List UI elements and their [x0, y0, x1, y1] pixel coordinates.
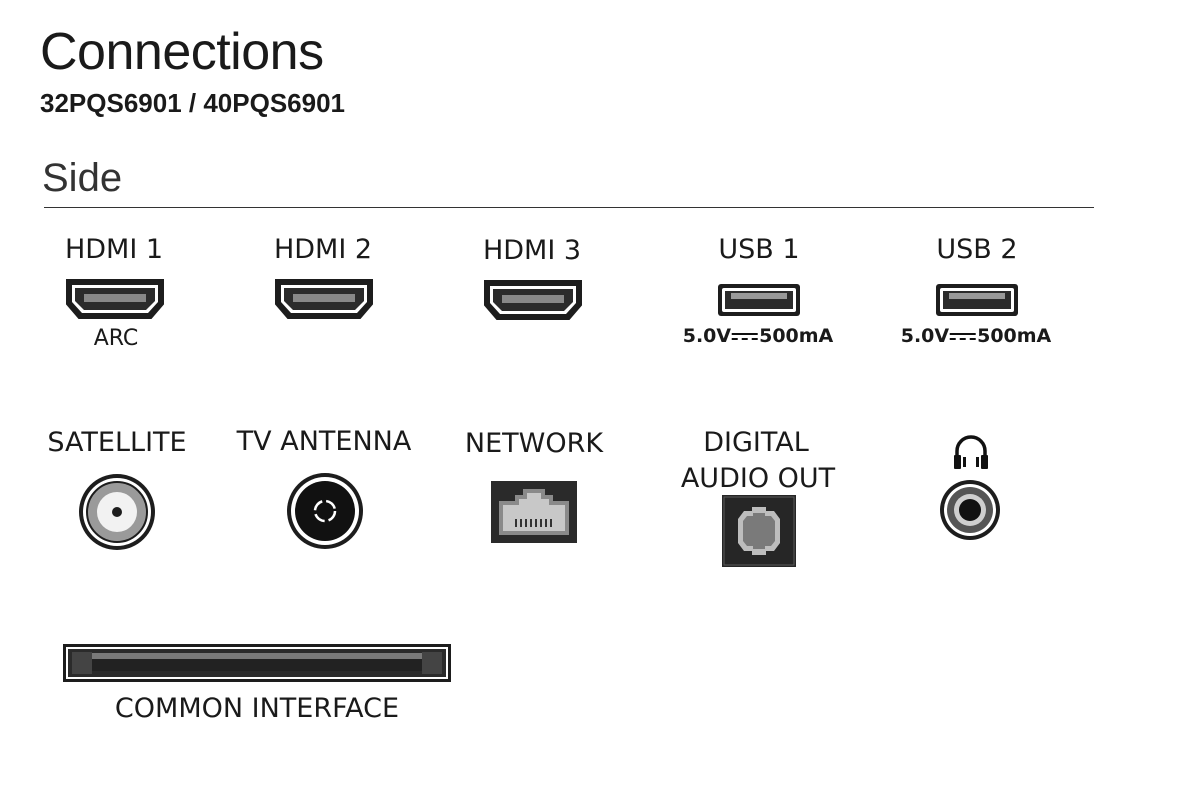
usb1-current: 500mA	[759, 325, 834, 347]
digital-audio-label-line1: DIGITAL	[703, 427, 809, 458]
ethernet-port-icon	[491, 481, 577, 543]
usb-port-icon	[934, 282, 1020, 318]
dc-symbol-icon	[950, 332, 977, 341]
usb-port-icon	[716, 282, 802, 318]
antenna-connector-icon	[285, 471, 365, 551]
usb1-label: USB 1	[718, 234, 800, 265]
usb2-label: USB 2	[936, 234, 1018, 265]
usb2-current: 500mA	[977, 325, 1052, 347]
digital-audio-label-line2: AUDIO OUT	[680, 463, 836, 494]
hdmi-port-icon	[273, 277, 375, 321]
hdmi1-arc-label: ARC	[93, 326, 139, 351]
network-label: NETWORK	[464, 428, 604, 459]
satellite-connector-icon	[77, 472, 157, 552]
ci-slot-icon	[62, 643, 452, 683]
hdmi-port-icon	[482, 278, 584, 322]
headphone-icon	[951, 433, 991, 473]
usb1-voltage: 5.0V	[682, 325, 732, 347]
usb2-power-rating: 5.0V 500mA	[901, 325, 1052, 347]
hdmi3-label: HDMI 3	[482, 235, 582, 266]
usb1-power-rating: 5.0V 500mA	[683, 325, 834, 347]
ci-label: COMMON INTERFACE	[114, 693, 400, 724]
section-title: Side	[42, 156, 123, 200]
headphone-jack-icon	[939, 479, 1001, 541]
hdmi-port-icon	[64, 277, 166, 321]
dc-symbol-icon	[732, 332, 759, 341]
satellite-label: SATELLITE	[47, 427, 187, 458]
section-divider	[44, 207, 1094, 208]
page-title: Connections	[40, 23, 324, 81]
antenna-label: TV ANTENNA	[236, 426, 412, 457]
model-numbers: 32PQS6901 / 40PQS6901	[40, 88, 346, 118]
usb2-voltage: 5.0V	[900, 325, 950, 347]
optical-port-icon	[722, 495, 796, 567]
hdmi2-label: HDMI 2	[273, 234, 373, 265]
hdmi1-label: HDMI 1	[64, 234, 164, 265]
